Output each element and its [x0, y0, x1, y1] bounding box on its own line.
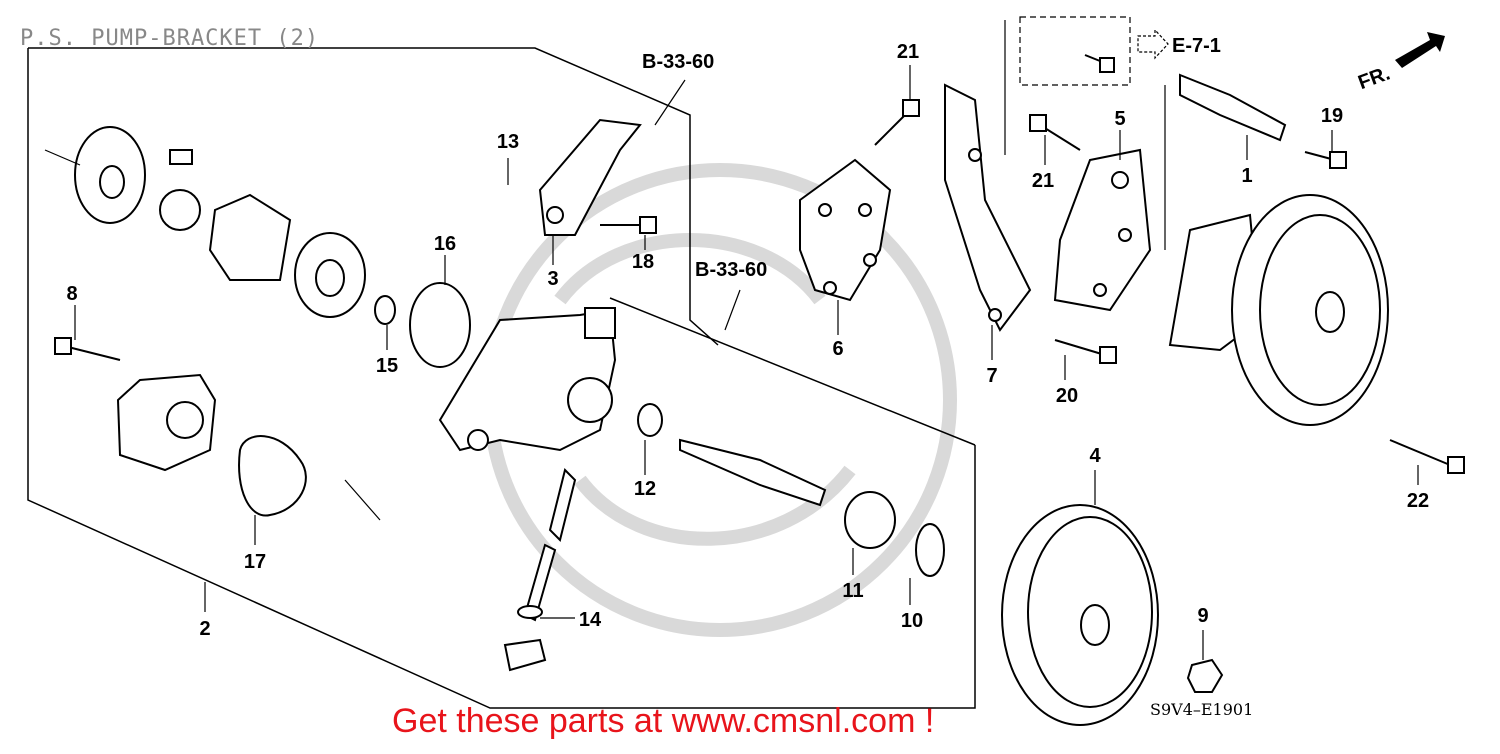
part-stay-1[interactable] [1179, 73, 1287, 142]
callout-21: 21 [897, 41, 919, 63]
callout-9: 9 [1197, 605, 1208, 627]
callout-14: 14 [579, 609, 602, 631]
callout-6: 6 [832, 338, 843, 360]
bolts[interactable] [54, 54, 1465, 474]
promo-link[interactable]: Get these parts at www.cmsnl.com ! [392, 702, 935, 740]
callout-10: 10 [901, 610, 923, 632]
callout-12: 12 [634, 478, 656, 500]
reference-label: E-7-1 [1172, 35, 1221, 57]
callout-5: 5 [1114, 108, 1125, 130]
callout-2: 2 [199, 618, 210, 640]
callout-21: 21 [1032, 170, 1054, 192]
callout-13: 13 [497, 131, 519, 153]
reference-label: B-33-60 [642, 51, 714, 73]
callout-22: 22 [1407, 490, 1429, 512]
callout-16: 16 [434, 233, 456, 255]
part-inlet-joint[interactable] [538, 118, 642, 236]
callout-numbers: 1 2 3 4 5 6 7 8 9 10 11 12 13 14 15 16 1… [66, 41, 1429, 640]
part-pump-with-pulley[interactable] [1168, 194, 1389, 426]
part-pump-body[interactable] [438, 307, 617, 452]
part-bracket-7[interactable] [944, 83, 1032, 332]
part-shaft[interactable] [503, 403, 945, 672]
part-nut-9[interactable] [1186, 658, 1224, 693]
reference-box-e-7-1 [1019, 16, 1131, 86]
callout-3: 3 [547, 268, 558, 290]
leader-lines [44, 20, 1419, 660]
page-title: P.S. PUMP-BRACKET (2) [20, 26, 320, 51]
callout-20: 20 [1056, 385, 1078, 407]
callout-15: 15 [376, 355, 398, 377]
callout-7: 7 [986, 365, 997, 387]
front-arrow-icon [1395, 32, 1445, 68]
arrow-right-icon [1137, 28, 1169, 60]
callout-19: 19 [1321, 105, 1343, 127]
part-pulley-4[interactable] [1001, 504, 1159, 726]
callout-4: 4 [1089, 445, 1101, 467]
callout-18: 18 [632, 251, 654, 273]
reference-label: B-33-60 [695, 259, 767, 281]
part-pump-cover[interactable] [74, 126, 471, 517]
callout-1: 1 [1241, 165, 1252, 187]
part-bracket-6[interactable] [799, 158, 892, 302]
diagram-code: S9V4–E1901 [1150, 700, 1254, 719]
callout-8: 8 [66, 283, 77, 305]
part-bracket-5[interactable] [1053, 148, 1152, 312]
callout-17: 17 [244, 551, 266, 573]
front-label: FR. [1355, 62, 1393, 94]
assembly-frame [27, 47, 976, 709]
callout-11: 11 [842, 580, 863, 602]
